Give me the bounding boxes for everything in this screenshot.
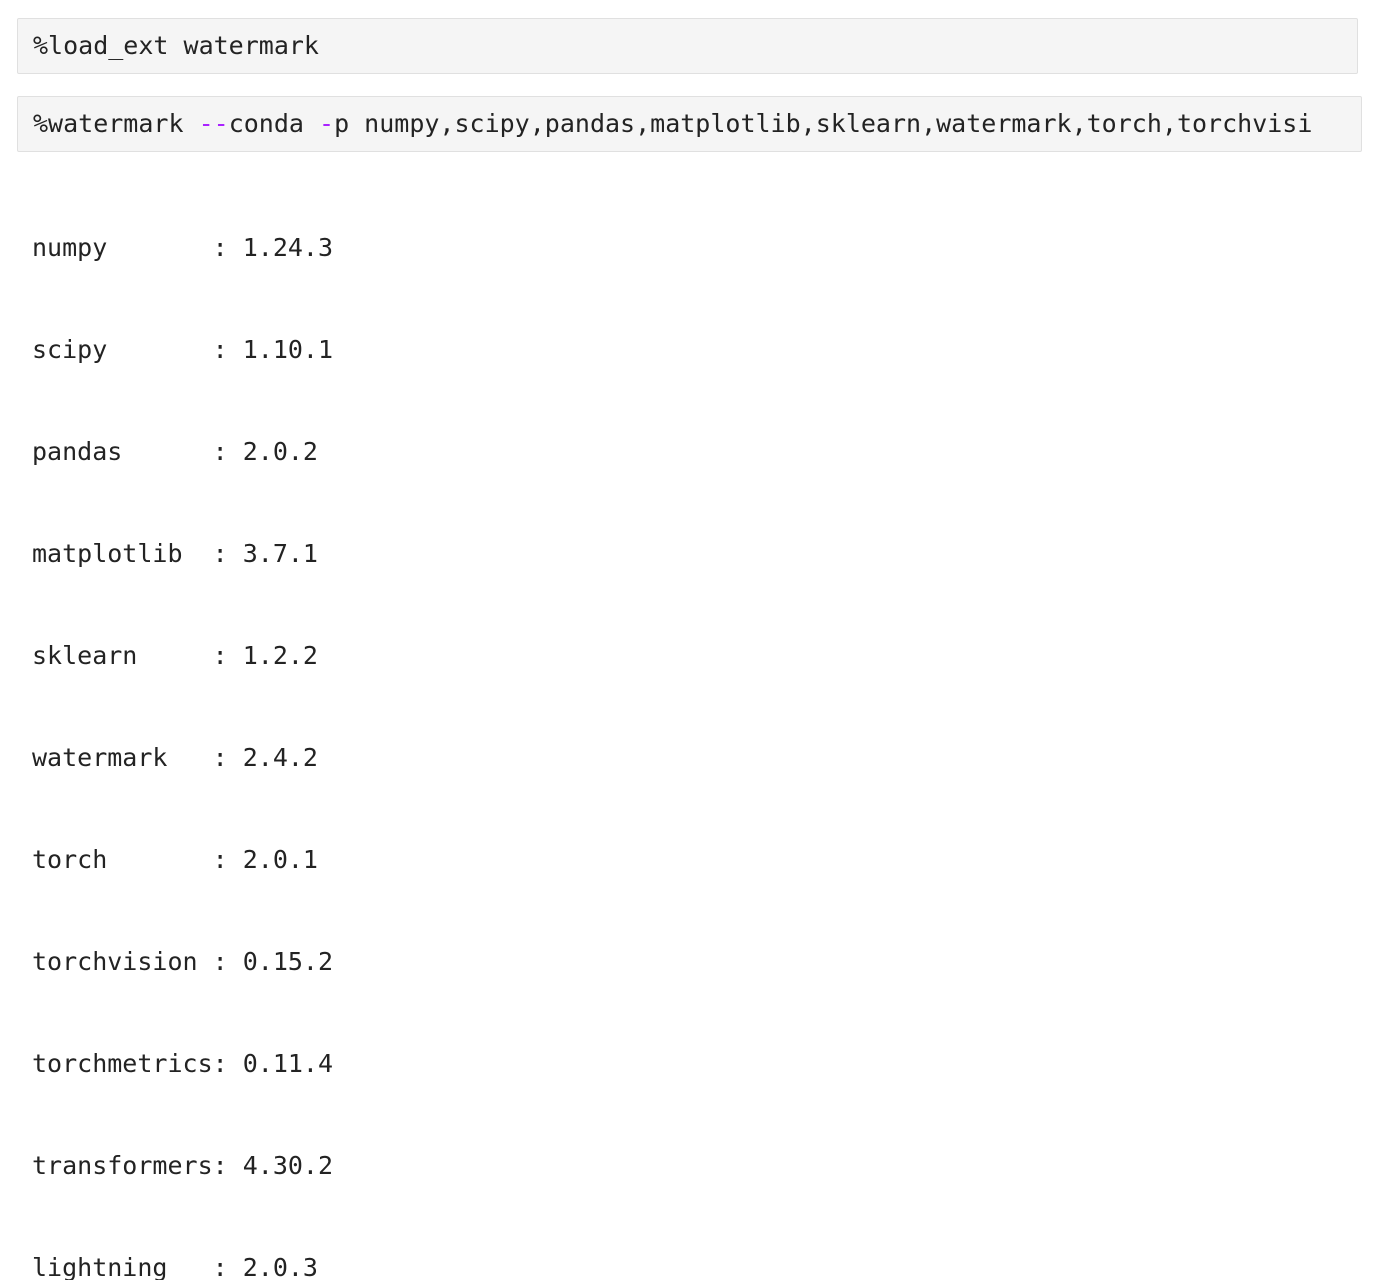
package-list-text: numpy,scipy,pandas,matplotlib,sklearn,wa… — [364, 109, 1313, 138]
output-line-torchmetrics: torchmetrics: 0.11.4 — [32, 1049, 334, 1078]
notebook-container: %load_ext watermark %watermark --conda -… — [17, 18, 1362, 1280]
code-cell-load-ext-source[interactable]: %load_ext watermark — [33, 19, 319, 73]
output-line-watermark: watermark : 2.4.2 — [32, 743, 318, 772]
long-flag-dashes: -- — [198, 109, 229, 138]
output-line-torchvision: torchvision : 0.15.2 — [32, 947, 334, 976]
output-line-sklearn: sklearn : 1.2.2 — [32, 641, 318, 670]
code-cell-watermark[interactable]: %watermark --conda -p numpy,scipy,pandas… — [17, 96, 1362, 152]
output-line-numpy: numpy : 1.24.3 — [32, 233, 334, 262]
output-line-matplotlib: matplotlib : 3.7.1 — [32, 539, 318, 568]
output-line-pandas: pandas : 2.0.2 — [32, 437, 318, 466]
code-cell-load-ext[interactable]: %load_ext watermark — [17, 18, 1358, 74]
output-line-lightning: lightning : 2.0.3 — [32, 1253, 318, 1280]
code-text: %load_ext watermark — [33, 31, 319, 60]
output-line-torch: torch : 2.0.1 — [32, 845, 318, 874]
code-cell-watermark-source[interactable]: %watermark --conda -p numpy,scipy,pandas… — [33, 97, 1312, 151]
long-flag-name: conda — [228, 109, 319, 138]
magic-command-text: %watermark — [33, 109, 199, 138]
output-line-scipy: scipy : 1.10.1 — [32, 335, 334, 364]
short-flag-dash: - — [319, 109, 335, 138]
watermark-output-stream: numpy : 1.24.3 scipy : 1.10.1 pandas : 2… — [32, 163, 1362, 1280]
short-flag-name: p — [334, 109, 365, 138]
output-line-transformers: transformers: 4.30.2 — [32, 1151, 334, 1180]
